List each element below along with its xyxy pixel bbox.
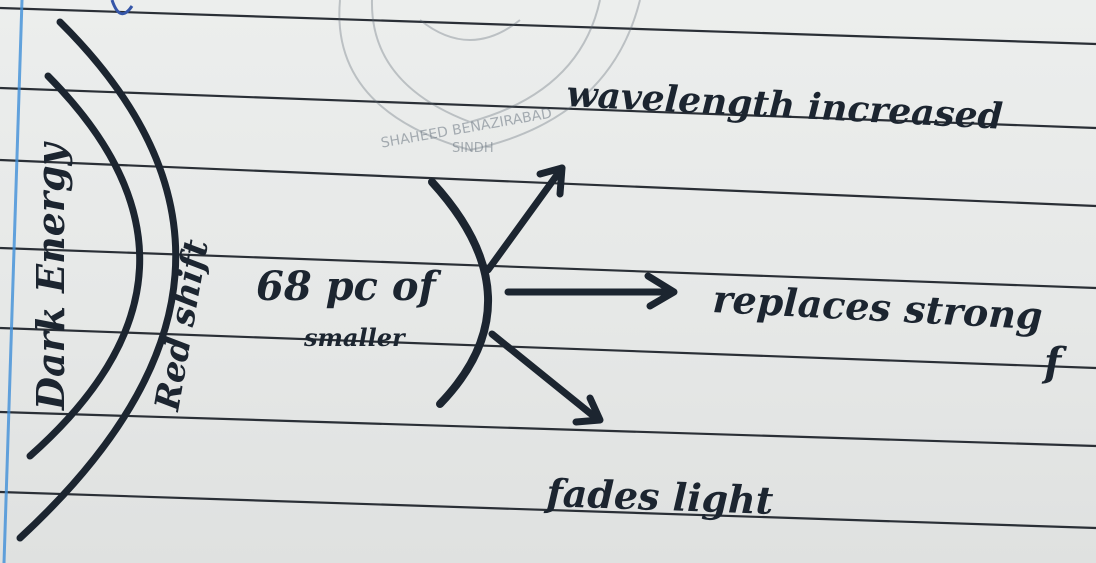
blue-pen-mark [110,0,134,16]
red-shift-label: Red shift [147,236,217,414]
replaces-label: replaces strong [712,276,1044,338]
margin-line [2,0,24,563]
smaller-label: smaller [303,323,407,352]
dark-energy-label: Dark Energy [28,140,73,411]
central-curve [428,178,493,408]
arrow-up [484,164,566,274]
fades-light-label: fades light [543,470,775,523]
arrow-right-head [644,272,678,310]
ruled-lines [0,6,1096,530]
wavelength-label: wavelength increased [566,73,1004,138]
outer-arc [16,18,180,542]
arrow-up-head [536,164,566,198]
percent-label: 68 pc of [256,263,442,310]
arrow-down [488,330,600,422]
arrow-down-head [572,394,604,426]
institution-stamp [338,0,641,152]
stamp-text-2: SINDH [452,141,494,156]
inner-arc [26,72,144,460]
arrows [484,164,678,426]
strong-tail-label: f [1041,339,1067,386]
